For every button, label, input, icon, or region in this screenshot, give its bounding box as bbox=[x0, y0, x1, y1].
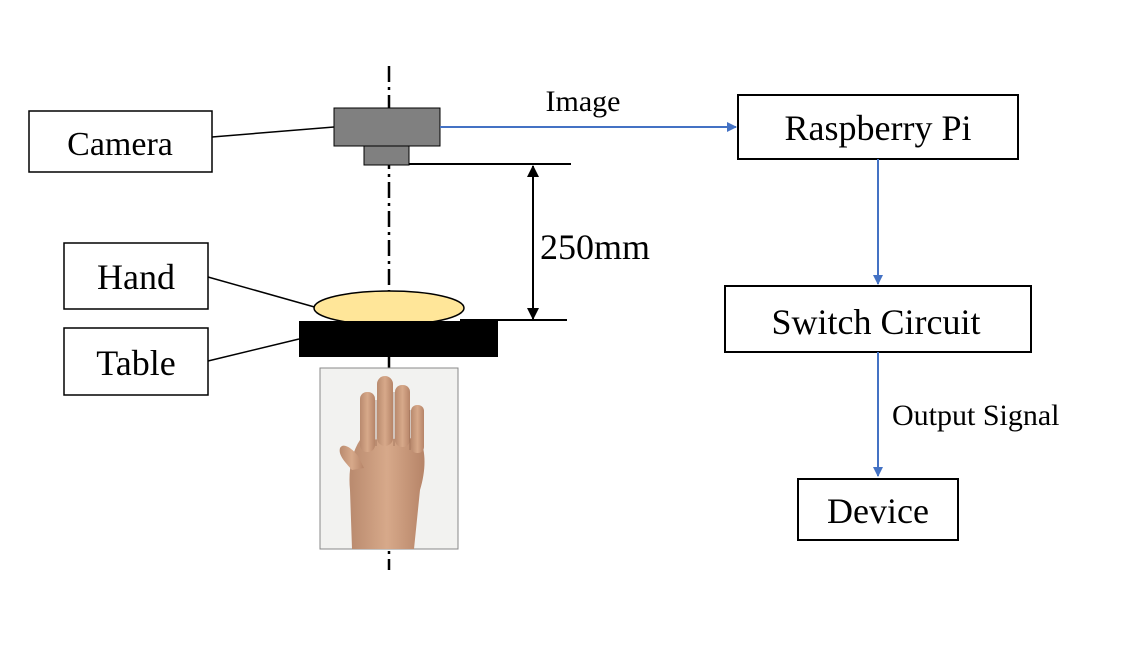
camera-label: Camera bbox=[67, 126, 173, 163]
switch-circuit-box bbox=[724, 285, 1032, 353]
switch-circuit-label: Switch Circuit bbox=[772, 302, 981, 342]
device-label: Device bbox=[827, 491, 929, 531]
hand-label-box bbox=[63, 242, 209, 310]
camera-label-box bbox=[28, 110, 213, 173]
table-label-box bbox=[63, 327, 209, 396]
hand-ellipse bbox=[313, 290, 465, 326]
table-leader-line bbox=[207, 338, 300, 362]
raspberry-pi-label: Raspberry Pi bbox=[785, 108, 972, 148]
camera-lens bbox=[363, 145, 410, 166]
image-label: Image bbox=[546, 85, 621, 118]
output-signal-label: Output Signal bbox=[892, 399, 1060, 432]
hand-leader-line bbox=[207, 276, 319, 309]
table-label: Table bbox=[96, 343, 175, 383]
device-box bbox=[797, 478, 959, 541]
camera-body bbox=[333, 107, 441, 147]
distance-label: 250mm bbox=[540, 227, 650, 267]
table-block bbox=[299, 321, 498, 357]
hand-label: Hand bbox=[97, 257, 175, 297]
hand-photo bbox=[319, 367, 459, 550]
camera-leader-line bbox=[211, 126, 335, 138]
